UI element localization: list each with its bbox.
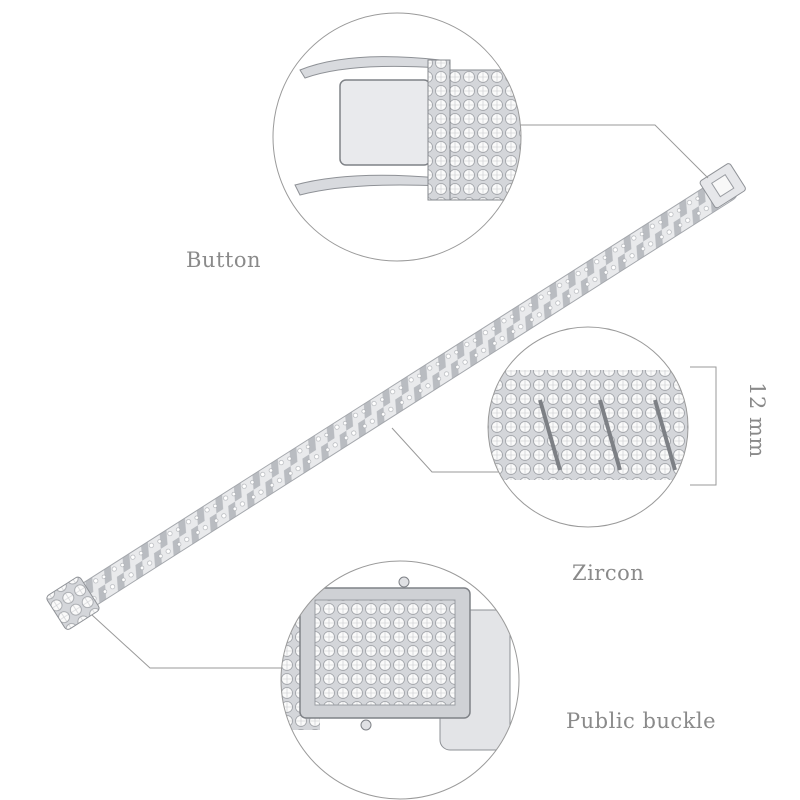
zircon-label: Zircon: [572, 561, 645, 585]
buckle-detail-circle: [280, 560, 520, 800]
clasp-end: [699, 163, 746, 209]
button-label: Button: [186, 248, 262, 272]
public-buckle-label: Public buckle: [566, 709, 717, 733]
zircon-detail-circle: [487, 326, 689, 528]
buckle-end: [46, 576, 100, 630]
leader-lines: [91, 124, 717, 669]
width-dimension-label: 12 mm: [745, 382, 769, 458]
clasp-detail-circle: [272, 12, 522, 262]
